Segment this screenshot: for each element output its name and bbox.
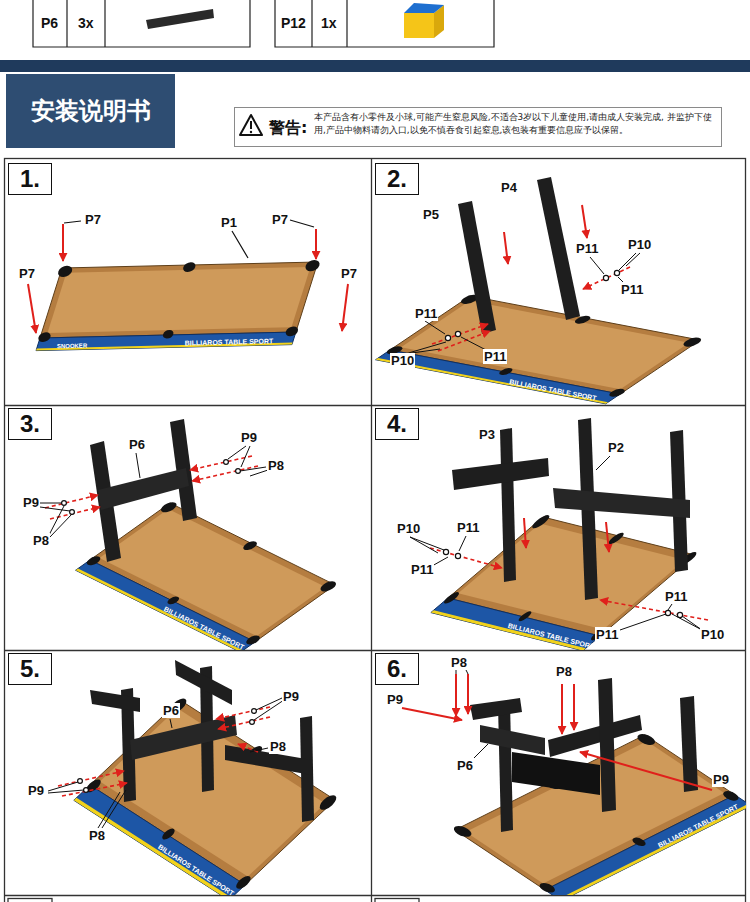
part-label: P9 [27, 783, 45, 798]
warning-heading: 警告: [269, 118, 307, 139]
brand-text: BILLIAROS TABLE SPORT [507, 622, 595, 650]
part-label: P11 [595, 627, 619, 642]
part-label: P4 [500, 180, 518, 195]
part-label: P11 [456, 520, 480, 535]
step-number-box: 6. [375, 653, 419, 685]
step-number: 4. [387, 410, 407, 438]
step-number-box: 1. [8, 163, 52, 195]
step-number-box: 5. [8, 653, 52, 685]
part-label: P6 [162, 703, 180, 718]
table-cell: P12 [281, 15, 306, 31]
step-number-box: 3. [8, 408, 52, 440]
part-label: P11 [620, 282, 644, 297]
part-label: P8 [555, 664, 573, 679]
brand-text: BILLIAROS TABLE SPORT [163, 605, 245, 651]
step-number: 6. [387, 655, 407, 683]
part-label: P11 [664, 589, 688, 604]
part-label: P9 [240, 430, 258, 445]
brand-text: BILLIAROS TABLE SPORT [657, 803, 739, 849]
part-label: P10 [627, 237, 652, 252]
warning-box: 警告: 本产品含有小零件及小球,可能产生窒息风险,不适合3岁以下儿童使用,请由成人… [234, 107, 722, 147]
part-label: P11 [414, 306, 438, 321]
part-label: P8 [32, 533, 50, 548]
part-label: P6 [128, 437, 146, 452]
part-label: P8 [88, 828, 106, 843]
warning-text: 本产品含有小零件及小球,可能产生窒息风险,不适合3岁以下儿童使用,请由成人安装完… [314, 111, 718, 137]
part-label: P5 [422, 207, 440, 222]
part-label: P2 [607, 440, 625, 455]
part-label: P11 [483, 349, 507, 364]
table-cell: 3x [78, 15, 94, 31]
part-label: P3 [478, 427, 496, 442]
brand-text: BILLIAROS TABLE SPORT [156, 843, 234, 897]
part-label: P7 [18, 266, 36, 281]
part-label: P7 [84, 212, 102, 227]
part-label: P7 [340, 266, 358, 281]
step-number-box: 2. [375, 163, 419, 195]
part-label: P9 [22, 495, 40, 510]
step-number: 5. [20, 655, 40, 683]
step-number: 3. [20, 410, 40, 438]
step-number: 1. [20, 165, 40, 193]
step-number: 2. [387, 165, 407, 193]
part-label: P10 [700, 627, 725, 642]
brand-text: BILLIAROS TABLE SPORT [509, 378, 597, 402]
brand-text: SNOOKER [56, 342, 86, 349]
part-label: P9 [712, 772, 730, 787]
part-label: P9 [282, 689, 300, 704]
part-label: P11 [575, 241, 599, 256]
step-number-box: 4. [375, 408, 419, 440]
brand-text: BILLIAROS TABLE SPORT [185, 337, 274, 346]
part-label: P8 [269, 739, 287, 754]
part-label: P7 [271, 212, 289, 227]
part-label: P9 [386, 692, 404, 707]
part-label: P11 [410, 562, 434, 577]
part-label: P6 [456, 758, 474, 773]
section-tab: 安装说明书 [6, 74, 175, 148]
table-cell: 1x [321, 15, 337, 31]
part-label: P8 [267, 458, 285, 473]
part-label: P1 [220, 215, 238, 230]
table-cell: P6 [41, 15, 58, 31]
section-title: 安装说明书 [31, 95, 151, 127]
part-label: P10 [390, 353, 415, 368]
part-label: P8 [450, 655, 468, 670]
part-label: P10 [396, 521, 421, 536]
